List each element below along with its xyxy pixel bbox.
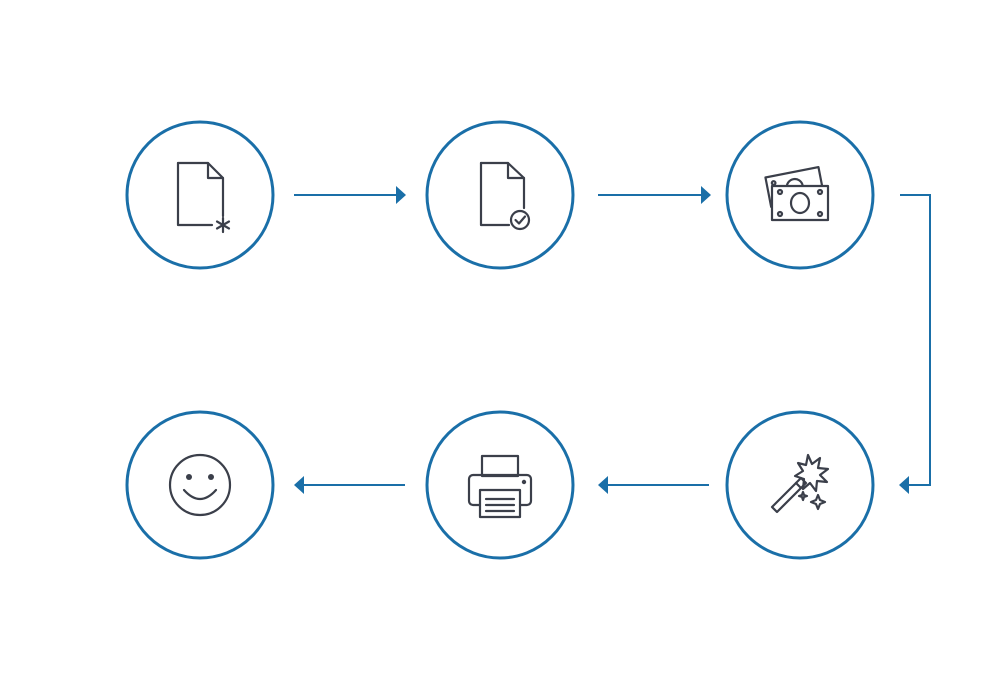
step-4-magic-wand xyxy=(725,410,875,560)
connector-2-3 xyxy=(598,186,711,204)
step-3-money xyxy=(725,120,875,270)
printer-icon xyxy=(467,454,533,519)
approved-document-icon xyxy=(479,161,531,231)
step-6-happy-customer xyxy=(125,410,275,560)
step-5-printer xyxy=(425,410,575,560)
connector-3-4 xyxy=(899,194,931,494)
step-2-approved-document xyxy=(425,120,575,270)
smiley-face-icon xyxy=(168,453,232,517)
connector-5-6 xyxy=(294,476,405,494)
step-1-new-document xyxy=(125,120,275,270)
new-document-icon xyxy=(176,161,231,234)
magic-wand-icon xyxy=(770,453,830,514)
connector-1-2 xyxy=(294,186,406,204)
connector-4-5 xyxy=(598,476,709,494)
money-icon xyxy=(764,166,830,222)
